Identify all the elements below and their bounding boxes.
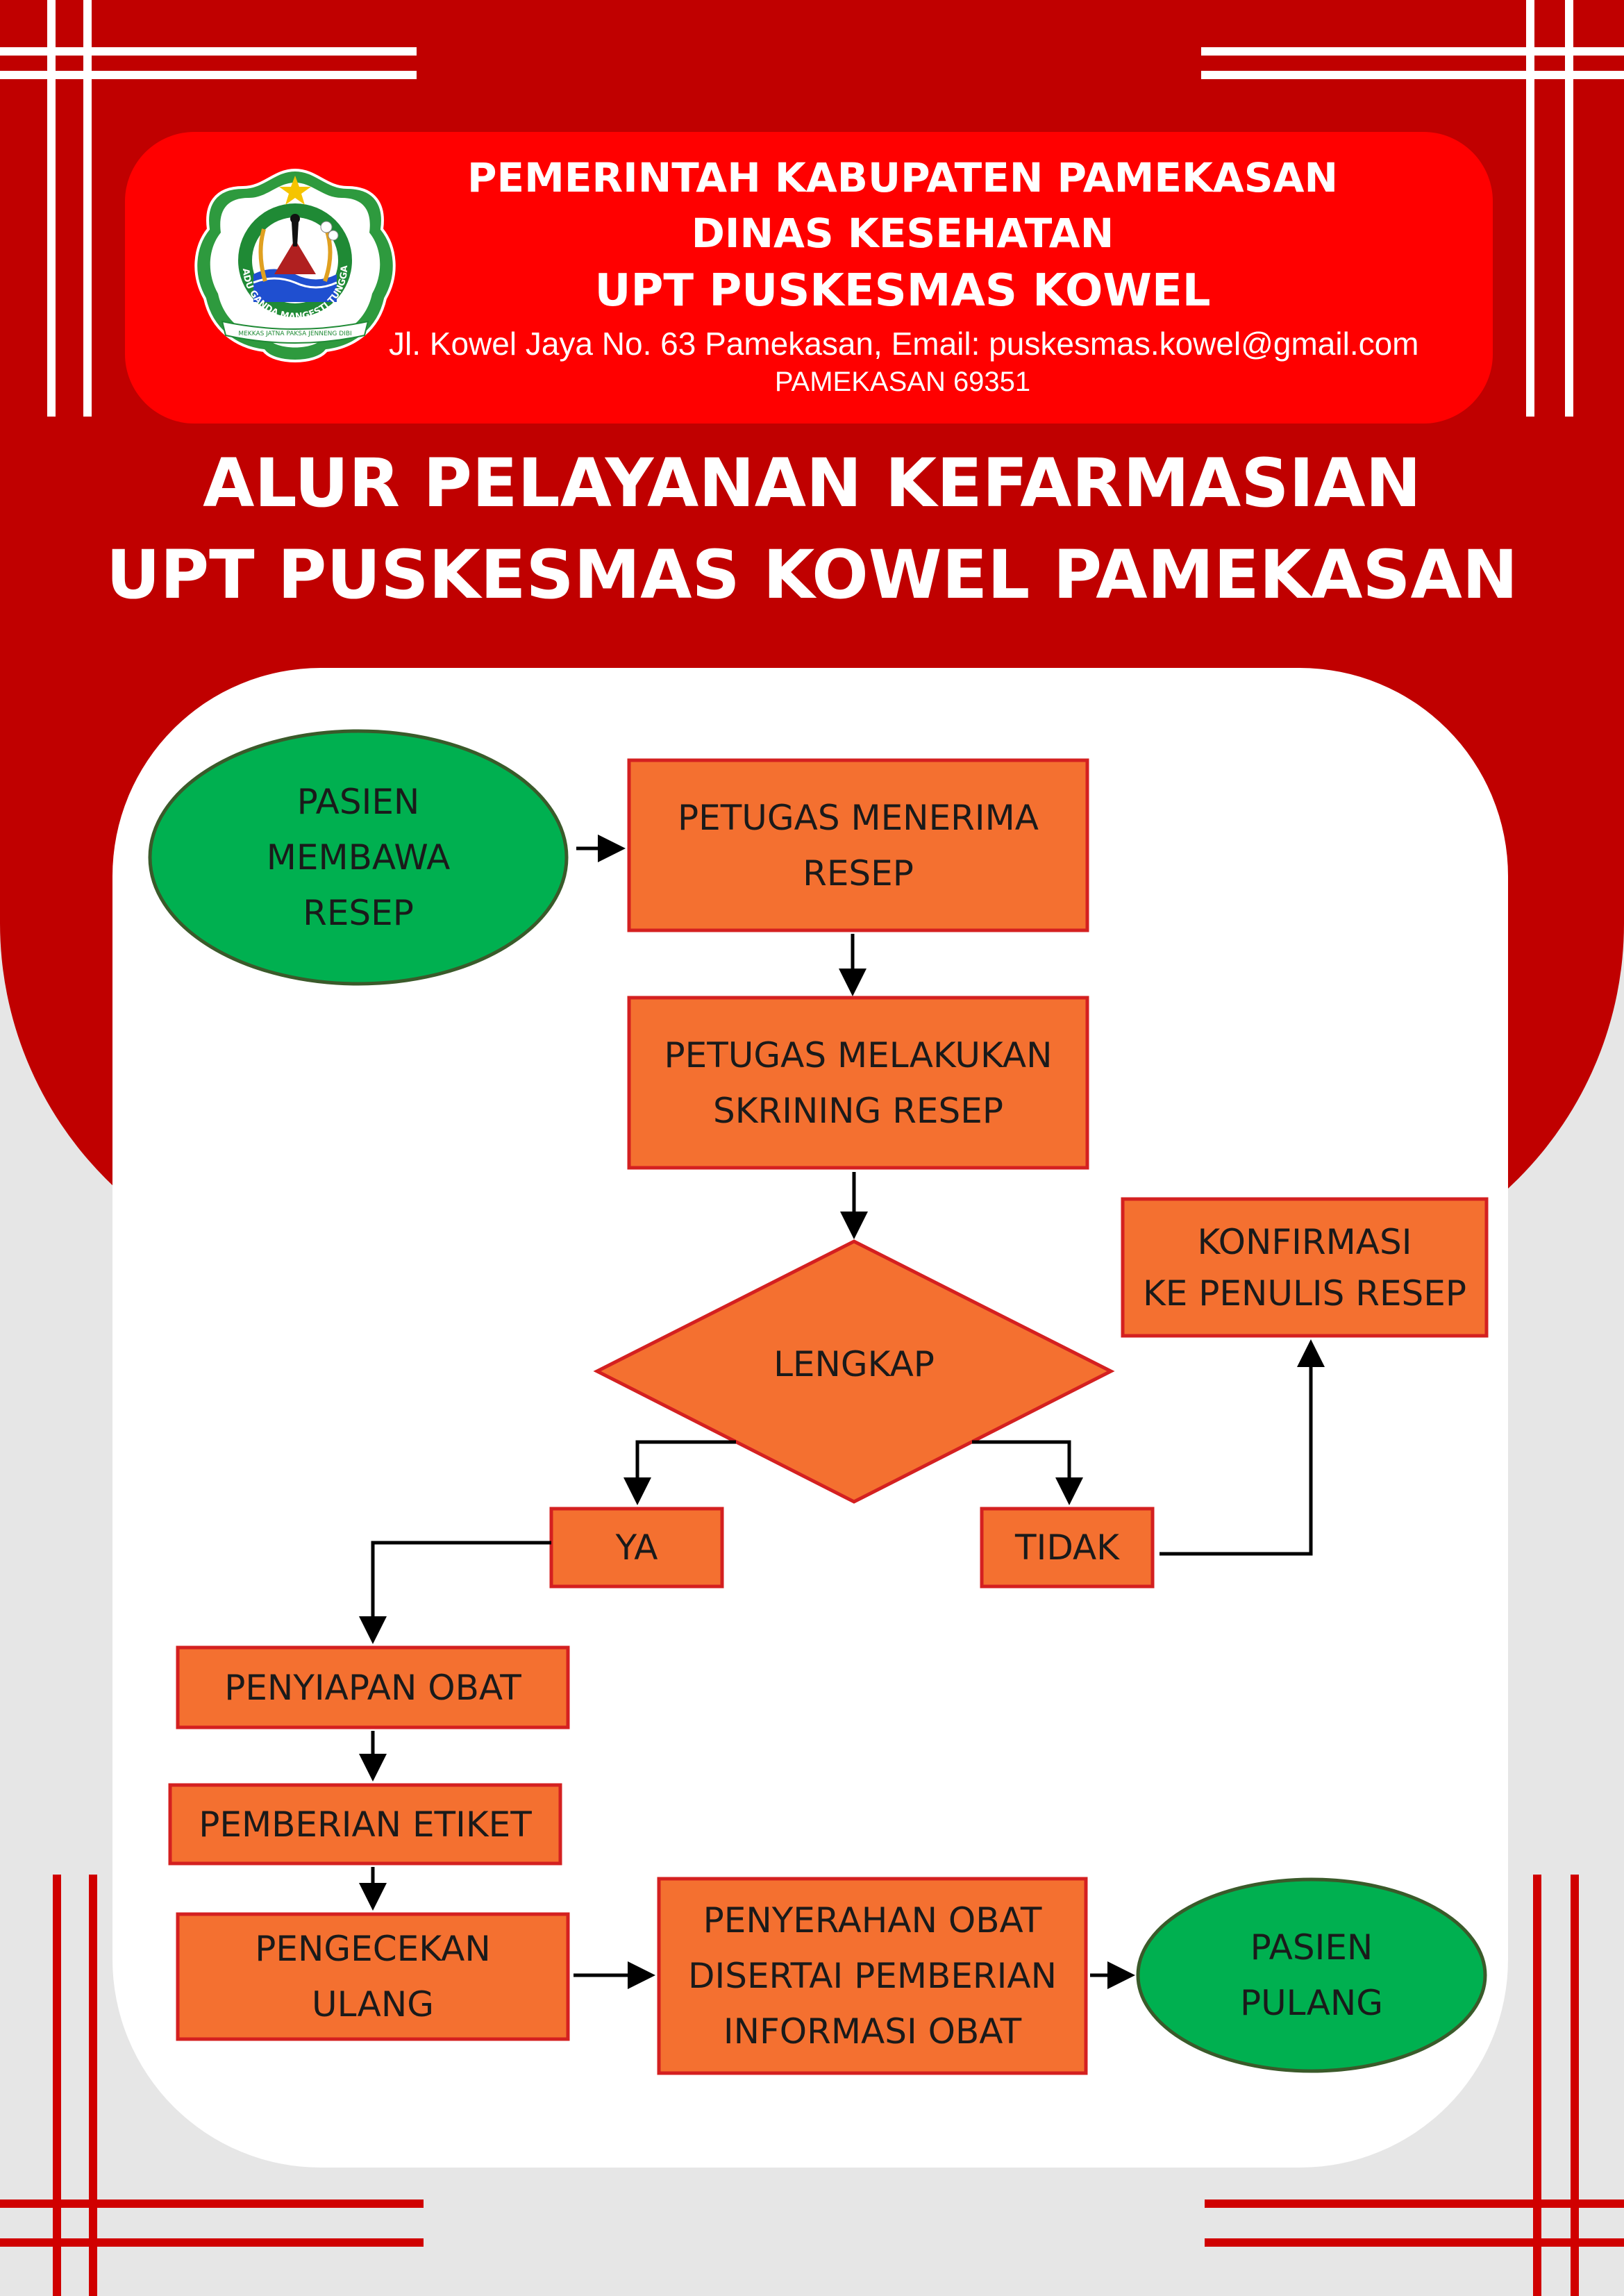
decision-label: LENGKAP: [773, 1344, 935, 1384]
no-label: TIDAK: [1015, 1527, 1119, 1568]
decor-line: [1205, 2199, 1624, 2208]
page-title-line2: UPT PUSKESMAS KOWEL PAMEKASAN: [106, 536, 1518, 614]
recheck-box: [176, 1912, 570, 2041]
no-box: [980, 1507, 1155, 1589]
prepare-label: PENYIAPAN OBAT: [224, 1667, 521, 1708]
page-title-line1: ALUR PELAYANAN KEFARMASIAN: [203, 444, 1421, 522]
decor-line: [47, 0, 56, 417]
decor-line: [1201, 71, 1624, 79]
logo-ribbon-text: MEKKAS JATNA PAKSA JENNENG DIBI: [238, 330, 351, 337]
yes-box: [549, 1507, 724, 1589]
decor-line: [0, 47, 417, 56]
arrow-decision-to-no: [972, 1440, 1083, 1505]
decor-line: [53, 1875, 61, 2296]
decor-line: [1571, 1875, 1579, 2296]
yes-label: YA: [615, 1527, 658, 1568]
screening-box: [627, 996, 1089, 1170]
decor-line: [0, 2238, 424, 2247]
decor-line: [1205, 2238, 1624, 2247]
end-ellipse: [1136, 1877, 1487, 2073]
decor-line: [83, 0, 92, 417]
handover-label: PENYERAHAN OBAT DISERTAI PEMBERIAN INFOR…: [687, 1900, 1057, 2052]
arrow-no-to-confirm: [1160, 1339, 1325, 1556]
decision-diamond: [593, 1239, 1115, 1504]
label-step-label: PEMBERIAN ETIKET: [199, 1804, 532, 1845]
label-box: [168, 1783, 562, 1866]
decor-line: [1201, 47, 1624, 56]
confirm-label: KONFIRMASI KE PENULIS RESEP: [1142, 1221, 1467, 1314]
header-postal: PAMEKASAN 69351: [774, 367, 1031, 397]
decor-line: [1526, 0, 1534, 417]
decor-line: [0, 2199, 424, 2208]
end-label: PASIEN PULANG: [1239, 1927, 1384, 2023]
confirm-box: [1121, 1197, 1489, 1338]
decor-line: [89, 1875, 97, 2296]
arrow-yes-to-prepare: [359, 1541, 551, 1644]
header-government: PEMERINTAH KABUPATEN PAMEKASAN: [467, 154, 1338, 201]
arrow-decision-to-yes: [623, 1440, 736, 1505]
header-department: DINAS KESEHATAN: [691, 210, 1114, 257]
handover-box: [657, 1877, 1088, 2075]
prepare-box: [176, 1645, 570, 1729]
government-emblem-logo: MADU GANDA MANGESTI TUNGGAL MEKKAS JATNA…: [187, 163, 396, 362]
screening-label: PETUGAS MELAKUKAN SKRINING RESEP: [664, 1034, 1053, 1131]
decor-line: [0, 71, 417, 79]
decor-line: [1533, 1875, 1541, 2296]
receive-box: [627, 758, 1089, 932]
start-ellipse: [148, 729, 569, 986]
header-institution: UPT PUSKESMAS KOWEL: [594, 265, 1211, 317]
recheck-label: PENGECEKAN ULANG: [255, 1929, 491, 2025]
receive-label: PETUGAS MENERIMA RESEP: [677, 797, 1039, 894]
start-label: PASIEN MEMBAWA RESEP: [266, 782, 451, 933]
decor-line: [1565, 0, 1573, 417]
header-address: Jl. Kowel Jaya No. 63 Pamekasan, Email: …: [389, 326, 1419, 362]
